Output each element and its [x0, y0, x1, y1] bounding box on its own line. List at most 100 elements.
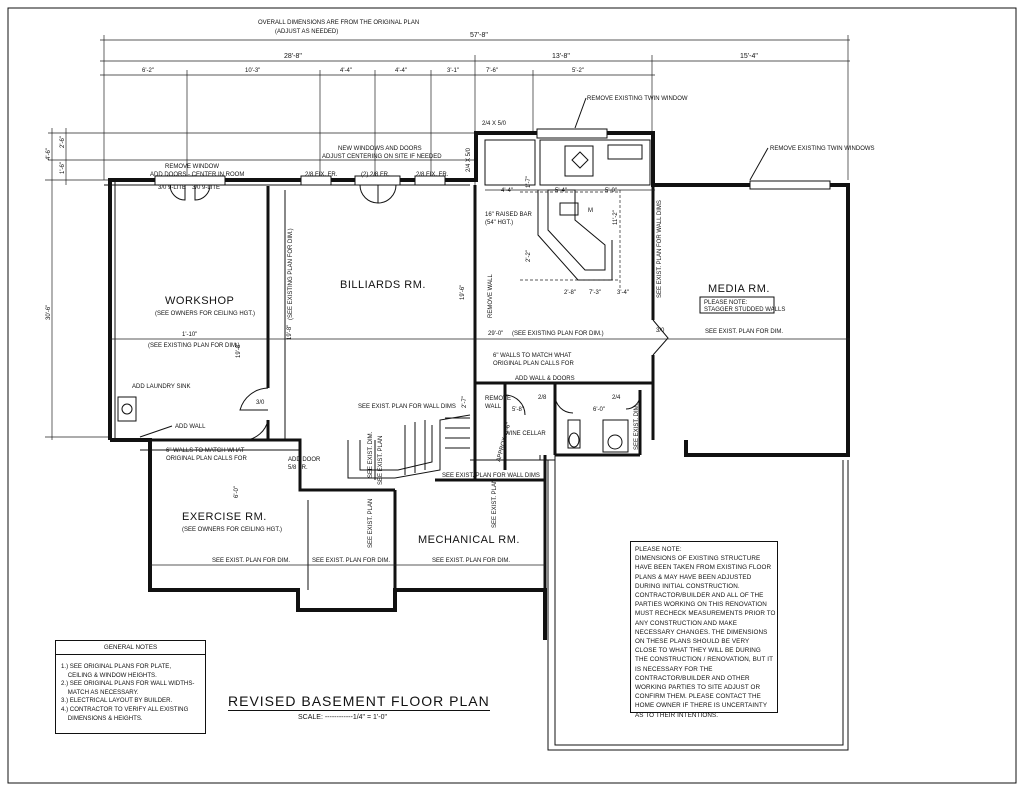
note-walls-match-1: 6" WALLS TO MATCH WHAT — [493, 353, 572, 359]
label-door-30b: 3/0 — [656, 328, 665, 334]
bar-dim-17: 1'-7" — [526, 176, 532, 188]
note-see-exist-vertical-2: SEE EXIST. DIM. — [634, 403, 640, 450]
bar-dim-112: 11'-2" — [613, 210, 619, 225]
left-dimensions: 4'-6" 2'-6" 1'-6" 30'-6" — [45, 128, 110, 440]
note-remove-wall-2a: REMOVE — [485, 396, 511, 402]
label-door-24: 2/4 — [612, 395, 621, 401]
note-remove-twin-window-1: REMOVE EXISTING TWIN WINDOW — [587, 96, 688, 102]
dim-196: 19'-6" — [460, 285, 466, 300]
bar-dim-22: 2'-2" — [526, 250, 532, 262]
top-dimensions: OVERALL DIMENSIONS ARE FROM THE ORIGINAL… — [48, 20, 850, 185]
note-see-exist-mechanical: SEE EXIST. PLAN FOR DIM. — [432, 558, 510, 564]
general-notes-box: GENERAL NOTES 1.) SEE ORIGINAL PLANS FOR… — [55, 640, 206, 734]
bar-area — [484, 139, 651, 290]
label-door-28: 2/8 — [538, 395, 547, 401]
please-note-line: ANY CONSTRUCTION AND MAKE — [635, 619, 738, 627]
note-window-24x50-vertical: 2/4 X 5/0 — [466, 147, 472, 172]
note-add-door-2: 5/8 FR. — [288, 465, 308, 471]
dim-seg-b: 13'-8" — [552, 53, 570, 60]
media-note-2: STAGGER STUDDED WALLS — [704, 307, 785, 313]
note-add-door-1: ADD DOOR — [288, 457, 321, 463]
general-note-item: 1.) SEE ORIGINAL PLANS FOR PLATE, — [61, 663, 172, 670]
please-note-line: PARTIES WORKING ON THIS RENOVATION — [635, 601, 767, 609]
existing-structure-lines — [539, 455, 849, 751]
please-note-line: HAVE BEEN TAKEN FROM EXISTING FLOOR — [635, 564, 772, 572]
note-remove-window-2: ADD DOORS - CENTER IN ROOM — [150, 172, 244, 178]
dim-s6: 7'-6" — [486, 68, 498, 74]
dim-198b: 19'-8" — [236, 343, 242, 358]
note-remove-wall-2b: WALL — [485, 404, 502, 410]
please-note-line: THE CONSTRUCTION / RENOVATION, BUT IT — [635, 656, 774, 664]
please-note-line: PLEASE NOTE: — [635, 546, 682, 553]
room-billiards: BILLIARDS RM. — [340, 279, 426, 291]
plan-title: REVISED BASEMENT FLOOR PLAN — [228, 693, 490, 711]
note-remove-wall-vertical: REMOVE WALL — [488, 274, 494, 318]
dim-58: 5'-8" — [512, 407, 524, 413]
room-exercise-sub: (SEE OWNERS FOR CEILING HGT.) — [182, 527, 282, 533]
note-walls-match-2: ORIGINAL PLAN CALLS FOR — [493, 361, 574, 367]
please-note-box: PLEASE NOTE:DIMENSIONS OF EXISTING STRUC… — [630, 541, 778, 719]
label-fix-1: 2/8 FIX. FR. — [305, 172, 338, 178]
note-see-exist-wall-vertical: SEE EXIST. PLAN FOR WALL DIMS — [657, 200, 663, 298]
title-block: REVISED BASEMENT FLOOR PLAN SCALE: -----… — [228, 693, 498, 721]
general-note-item: CEILING & WINDOW HEIGHTS. — [61, 671, 157, 679]
dim-s7: 5'-2" — [572, 68, 584, 74]
left-dim-d1: 4'-6" — [46, 148, 52, 160]
note-add-laundry: ADD LAUNDRY SINK — [132, 384, 190, 390]
dim-290: 29'-0" — [488, 331, 503, 337]
bar-dim-28: 2'-8" — [564, 290, 576, 296]
note-add-wall-doors: ADD WALL & DOORS — [515, 376, 575, 382]
bar-label-m: M — [588, 208, 593, 214]
note-see-exist-dim-vertical: (SEE EXISTING PLAN FOR DIM.) — [288, 228, 294, 320]
label-door-30: 3/0 — [256, 400, 265, 406]
please-note-line: IS NECESSARY FOR THE — [635, 665, 713, 673]
fixtures — [117, 396, 629, 453]
note-see-exist-plan-v3: SEE EXIST. PLAN — [368, 499, 374, 548]
please-note-line: WORKING PARTIES TO SITE ADJUST OR — [635, 684, 761, 692]
left-dim-d3: 1'-6" — [60, 162, 66, 174]
sheet-border — [7, 7, 1017, 784]
note-see-exist-plan-v2: SEE EXIST. PLAN — [378, 436, 384, 485]
note-see-exist-plan-v4: SEE EXIST. PLAN — [492, 479, 498, 528]
note-new-windows-1: NEW WINDOWS AND DOORS — [338, 146, 422, 152]
dim-60: 6'-0" — [593, 407, 605, 413]
label-lite-2: 3/0 9-LITE — [192, 185, 220, 191]
general-note-item: 2.) SEE ORIGINAL PLANS FOR WALL WIDTHS- — [61, 680, 195, 688]
please-note-line: NECESSARY CHANGES. THE DIMENSIONS — [635, 628, 768, 636]
dim-198: 19'-8" — [287, 325, 293, 340]
bar-dim-34: 3'-4" — [617, 290, 629, 296]
please-note-line: ON THESE PLANS SHOULD BE VERY — [635, 638, 750, 646]
please-note-line: CONTRACTOR/BUILDER AND ALL OF THE — [635, 592, 764, 600]
note-see-exist-dim-horizontal-2: (SEE EXISTING PLAN FOR DIM.) — [148, 343, 240, 349]
plan-scale: SCALE: ------------1/4" = 1'-0" — [298, 714, 387, 721]
room-workshop-sub: (SEE OWNERS FOR CEILING HGT.) — [155, 311, 255, 317]
dim-seg-c: 15'-4" — [740, 53, 758, 60]
please-note-line: HOME OWNER IF THERE IS UNCERTAINTY — [635, 702, 768, 710]
please-note-line: PLANS & MAY HAVE BEEN ADJUSTED — [635, 573, 752, 581]
room-workshop: WORKSHOP — [165, 295, 234, 307]
bar-dim-44: 4'-4" — [501, 188, 513, 194]
label-fix-2: (2) 2/8 FR. — [361, 172, 390, 178]
note-new-windows-2: ADJUST CENTERING ON SITE IF NEEDED — [322, 154, 442, 160]
overall-note-line1: OVERALL DIMENSIONS ARE FROM THE ORIGINAL… — [258, 20, 419, 26]
annotations: REMOVE EXISTING TWIN WINDOW REMOVE EXIST… — [132, 96, 875, 564]
doors — [239, 319, 669, 441]
room-mechanical: MECHANICAL RM. — [418, 534, 520, 546]
room-dimension-lines — [110, 189, 850, 566]
dim-s5: 3'-1" — [447, 68, 459, 74]
interior-walls — [110, 185, 655, 590]
dim-60-vertical: 6'-0" — [234, 486, 240, 498]
note-remove-twin-window-2: REMOVE EXISTING TWIN WINDOWS — [770, 146, 875, 152]
please-note-line: DURING INITIAL CONSTRUCTION. — [635, 582, 740, 590]
room-labels: WORKSHOP (SEE OWNERS FOR CEILING HGT.) B… — [155, 279, 785, 546]
dim-27: 2'-7" — [462, 396, 468, 408]
please-note-line: AS TO THEIR INTENTIONS. — [635, 711, 719, 719]
note-see-exist-wall-left: SEE EXIST. PLAN FOR WALL DIMS — [358, 404, 456, 410]
bar-dim-73: 7'-3" — [589, 290, 601, 296]
general-note-item: MATCH AS NECESSARY. — [61, 688, 139, 696]
general-notes-list: 1.) SEE ORIGINAL PLANS FOR PLATE, CEILIN… — [61, 663, 200, 723]
general-note-item: DIMENSIONS & HEIGHTS. — [61, 714, 143, 722]
room-media: MEDIA RM. — [708, 283, 770, 295]
general-note-item: 3.) ELECTRICAL LAYOUT BY BUILDER. — [61, 697, 173, 705]
